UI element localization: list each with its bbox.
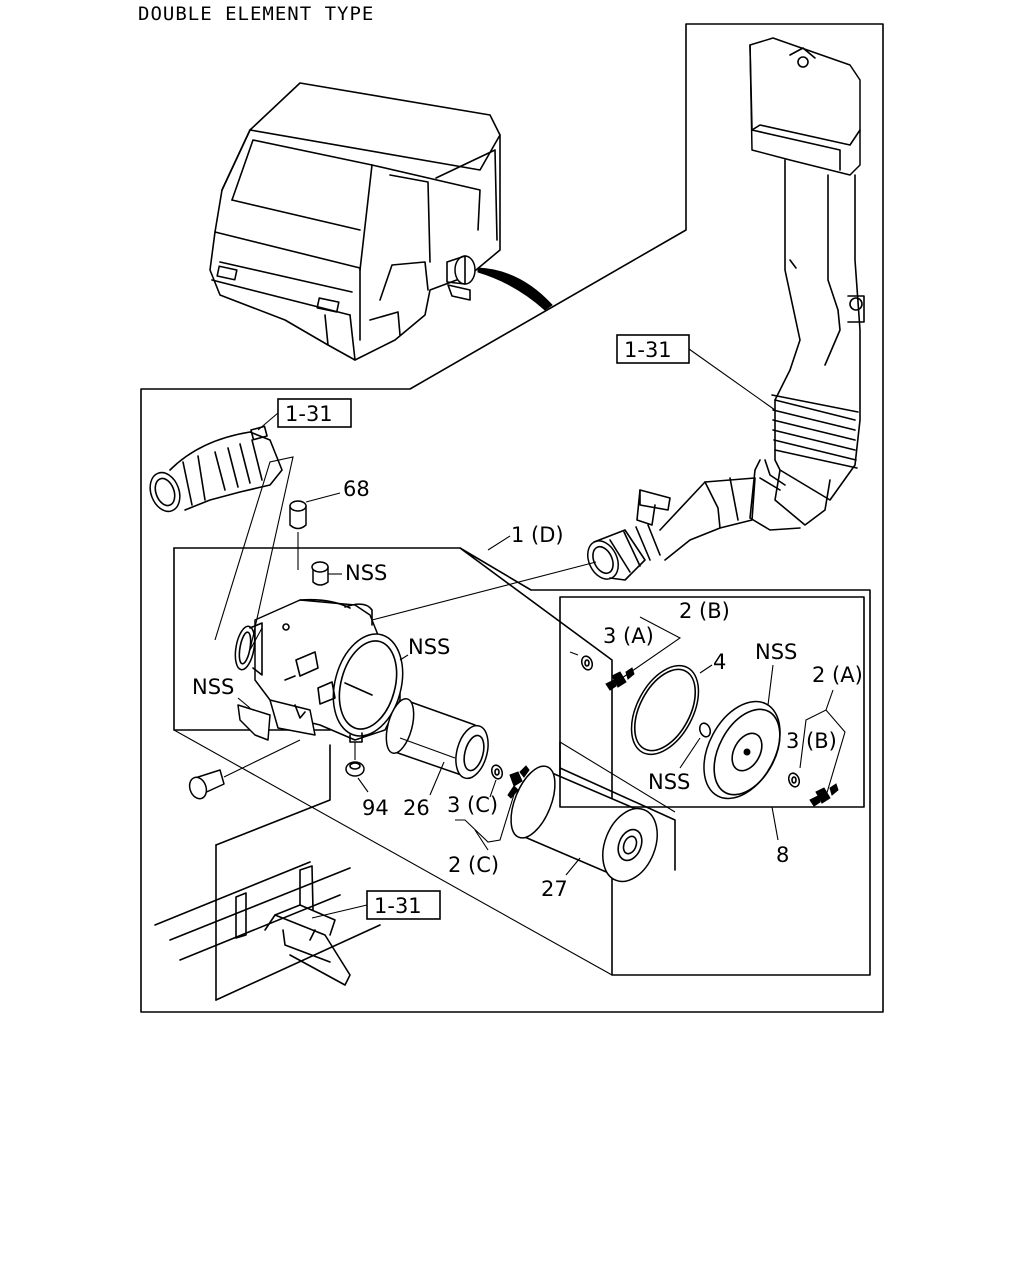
element-27-illustration (510, 765, 658, 883)
label-nss-cap: NSS (345, 561, 387, 585)
nss-bracket-illustration (237, 699, 316, 741)
diagram-title: DOUBLE ELEMENT TYPE (138, 3, 375, 25)
label-3a: 3 (A) (603, 624, 654, 648)
cover-illustration (703, 700, 781, 800)
label-3c: 3 (C) (447, 793, 498, 817)
ref-upper-duct-label: 1-31 (624, 338, 672, 362)
inlet-hose-illustration (149, 425, 283, 513)
label-1d: 1 (D) (511, 523, 564, 547)
label-3b: 3 (B) (786, 729, 837, 753)
washer-3a-illustration (580, 655, 594, 671)
label-68: 68 (343, 477, 370, 501)
label-4: 4 (713, 650, 726, 674)
label-27: 27 (541, 877, 568, 901)
label-26: 26 (403, 796, 430, 820)
frame-bracket-illustration (154, 744, 381, 1001)
truck-cab-illustration (209, 82, 553, 361)
ref-bracket-label: 1-31 (374, 894, 422, 918)
element-26-illustration (385, 698, 489, 780)
ref-box-upper-duct (616, 334, 690, 364)
wingnut-2b-illustration (605, 667, 635, 691)
cover-subassembly-frame (559, 596, 865, 808)
outer-frame (140, 23, 884, 1013)
bolt-illustration (188, 739, 301, 800)
washer-3c-illustration (489, 764, 504, 798)
nss-cap-illustration (311, 561, 342, 586)
label-94: 94 (362, 796, 389, 820)
label-2b: 2 (B) (679, 599, 730, 623)
part-94-illustration (345, 742, 369, 793)
label-nss-housing: NSS (408, 635, 450, 659)
label-nss-cover: NSS (755, 640, 797, 664)
label-2c: 2 (C) (448, 853, 499, 877)
intake-duct-illustration (587, 37, 865, 581)
wingnut-2c-illustration (455, 765, 530, 843)
label-nss-bracket: NSS (192, 675, 234, 699)
housing-frame (173, 547, 871, 976)
label-8: 8 (776, 843, 789, 867)
washer-3b-illustration (787, 772, 801, 788)
wingnut-2a-illustration (809, 783, 839, 807)
label-2a: 2 (A) (812, 663, 863, 687)
label-nss-washer: NSS (648, 770, 690, 794)
oring-4-illustration (630, 664, 700, 756)
ref-inlet-hose-label: 1-31 (285, 402, 333, 426)
part-68-illustration (289, 492, 341, 570)
